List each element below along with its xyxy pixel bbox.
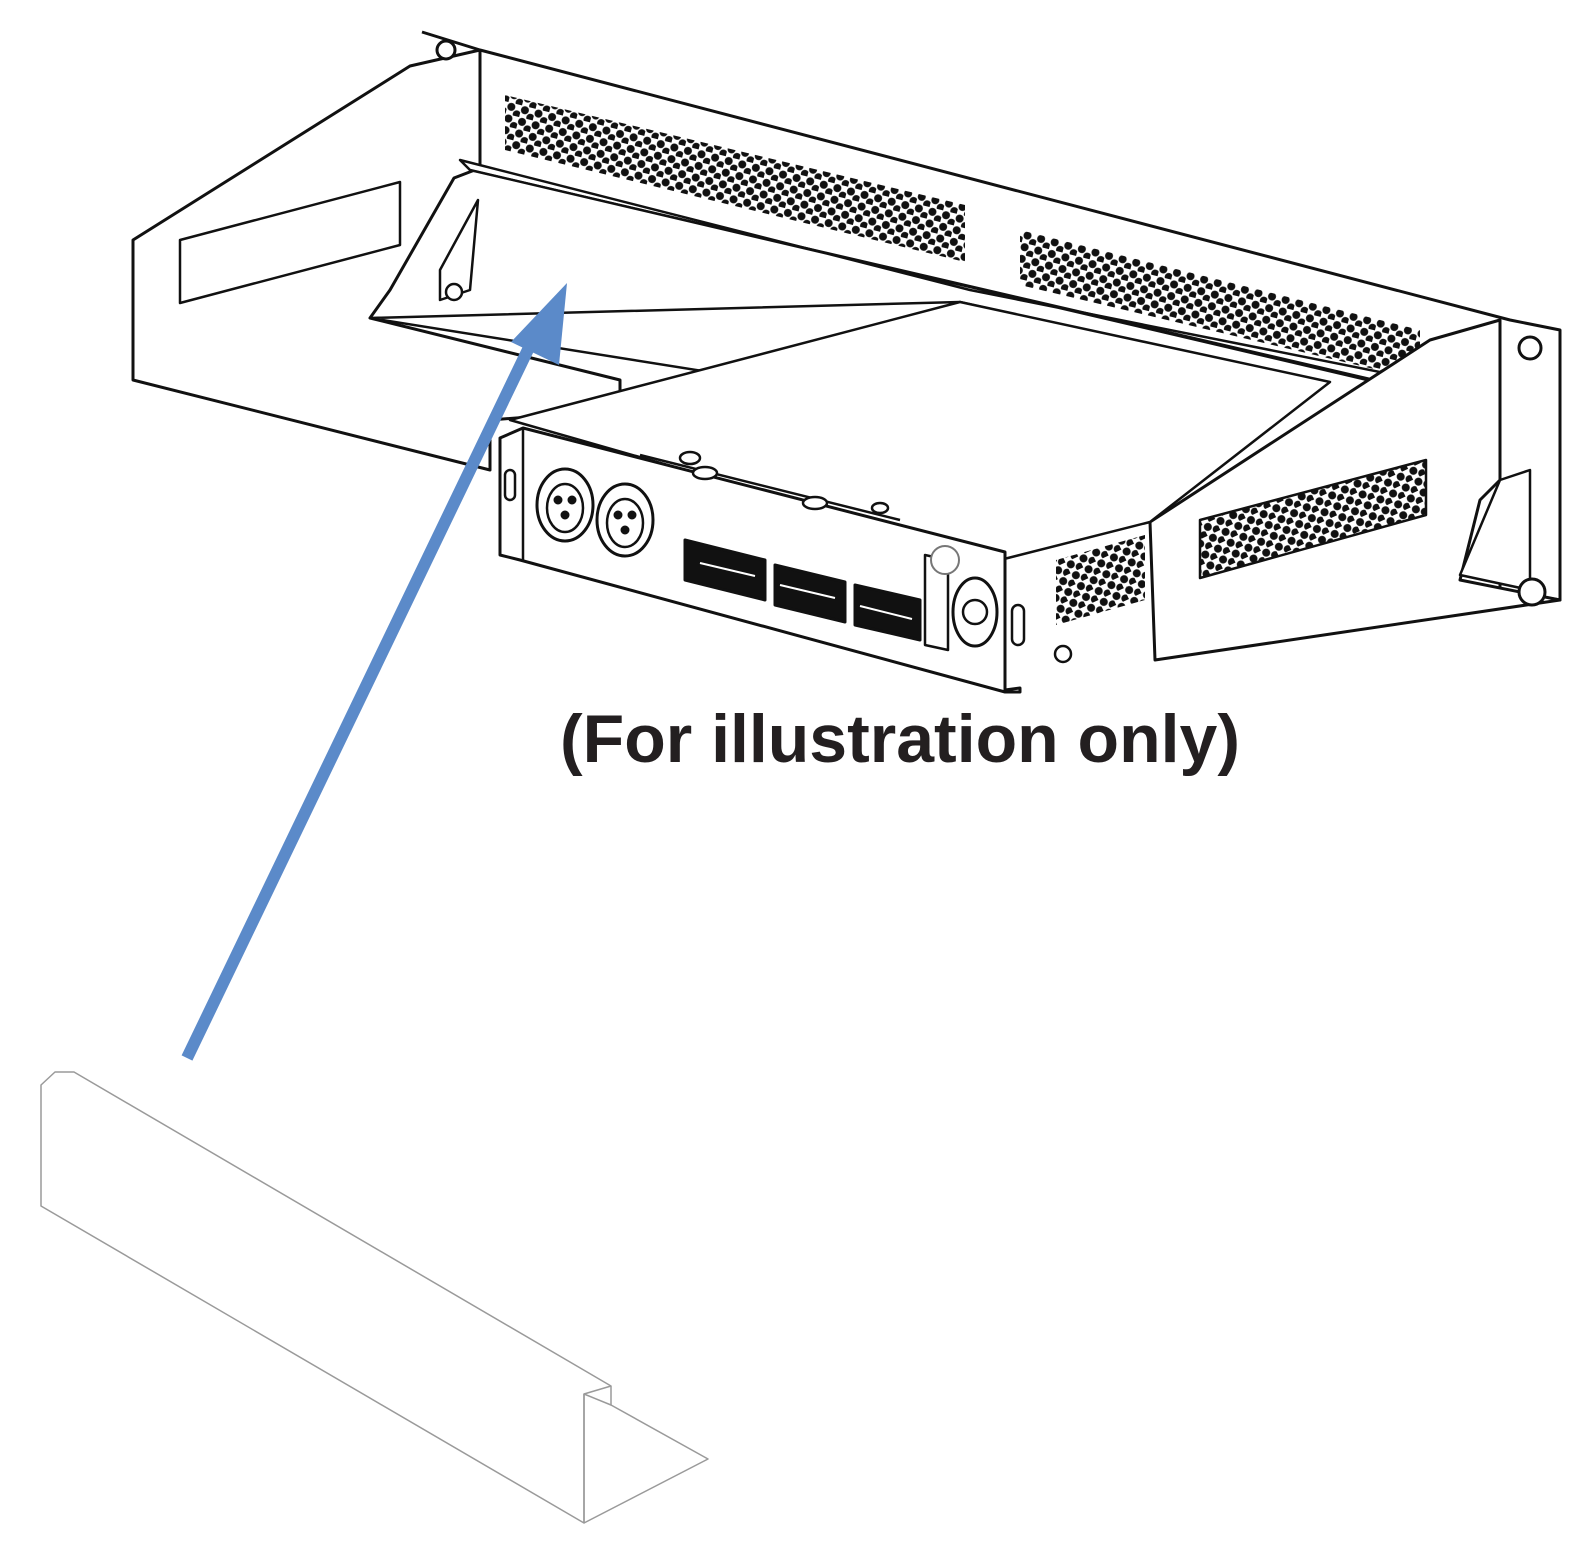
power-connector bbox=[923, 545, 999, 652]
terminal-block-2 bbox=[773, 563, 847, 624]
mount-hole-top-right bbox=[1517, 335, 1543, 361]
angle-bracket bbox=[40, 1071, 709, 1524]
illustration-caption: (For illustration only) bbox=[560, 701, 1240, 777]
mount-hole-bottom-right bbox=[1517, 577, 1547, 607]
amplifier-module bbox=[498, 300, 1332, 694]
left-wing-slot bbox=[178, 180, 402, 305]
side-vent bbox=[1056, 535, 1145, 625]
insert-arrow bbox=[181, 283, 567, 1061]
xlr-input-1 bbox=[535, 467, 595, 543]
right-wing-vent bbox=[1198, 458, 1428, 580]
terminal-block-1 bbox=[683, 538, 767, 602]
xlr-input-2 bbox=[595, 482, 655, 558]
mount-hole-top-left bbox=[435, 39, 457, 61]
rear-vent-left bbox=[505, 95, 965, 262]
rear-vent-right bbox=[1020, 230, 1420, 380]
